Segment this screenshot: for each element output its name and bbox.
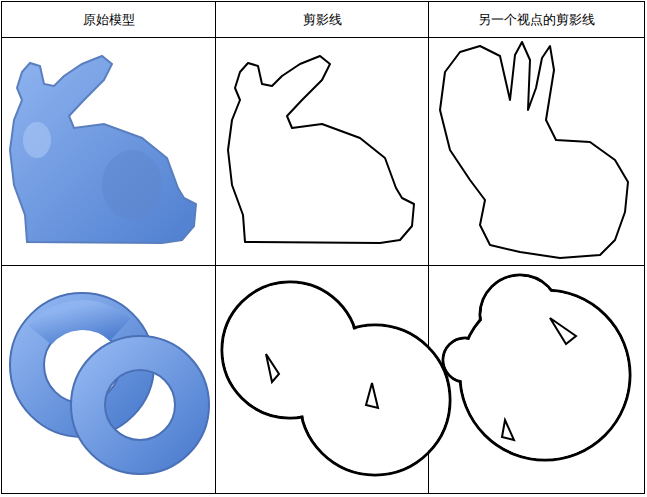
header-cell: 剪影线 <box>216 2 428 37</box>
knot-silhouette <box>222 282 450 475</box>
header-cell: 原始模型 <box>2 2 215 37</box>
header-text: 原始模型 <box>83 11 135 29</box>
bunny-model <box>10 56 196 243</box>
bunny-silhouette <box>228 56 414 243</box>
header-cell: 另一个视点的剪影线 <box>429 2 644 37</box>
knot-model <box>27 310 192 457</box>
header-text: 剪影线 <box>303 11 342 29</box>
knot-silhouette-view2 <box>443 275 630 460</box>
bunny-silhouette-view2 <box>440 42 628 258</box>
header-text: 另一个视点的剪影线 <box>478 11 595 29</box>
